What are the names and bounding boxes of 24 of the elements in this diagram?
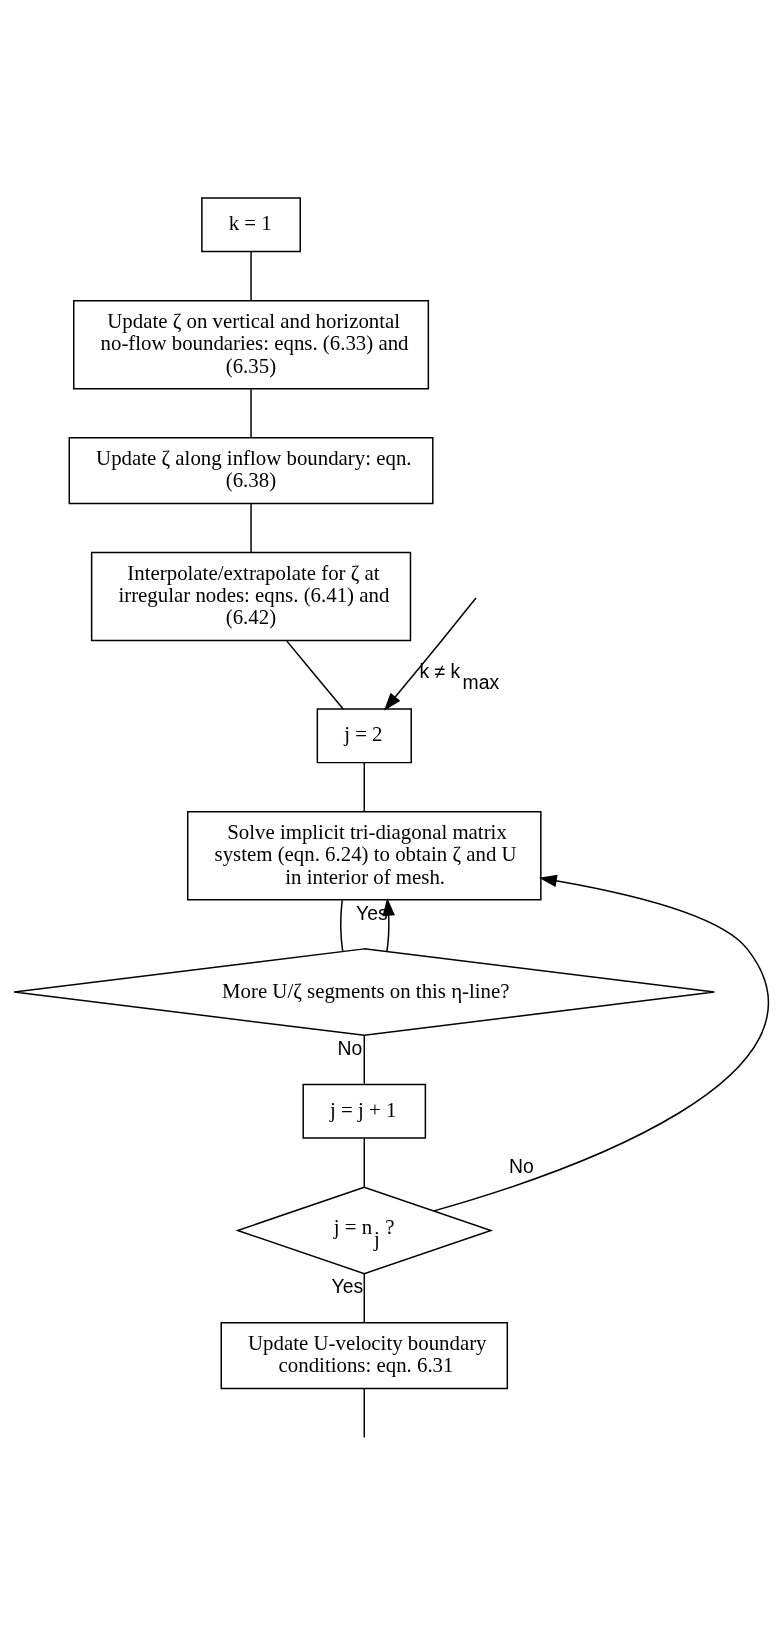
node-box: Update ζ along inflow boundary: eqn. (6.38): [68, 437, 434, 505]
connector: [363, 1137, 366, 1188]
connector: [340, 899, 344, 953]
node-box: k = 1: [201, 197, 301, 253]
edge-label: No: [509, 1154, 534, 1177]
node-diamond: More U/ζ segments on this η-line?: [13, 948, 716, 1037]
edge-label: Yes: [331, 1275, 364, 1298]
connector: [250, 388, 252, 439]
node-box: Solve implicit tri-diagonal matrix system (eqn. 6.24) to obtain ζ and U in interior of mesh.: [187, 811, 542, 901]
connector: [250, 250, 252, 302]
edge-label: No: [337, 1037, 363, 1060]
node-box: Update U-velocity boundary conditions: eqn. 6.31: [220, 1322, 509, 1390]
node-box: j = 2: [316, 708, 412, 764]
connector: [250, 503, 252, 554]
node-box: Interpolate/extrapolate for ζ at irregular nodes: eqns. (6.41) and (6.42): [90, 551, 412, 642]
node-box: Update ζ on vertical and horizontal no-flow boundaries: eqns. (6.33) and (6.35): [73, 300, 430, 390]
node-box: j = j + 1: [302, 1083, 427, 1139]
connector: [363, 1387, 366, 1439]
connector: [363, 761, 366, 813]
arrow: [433, 874, 769, 1212]
connector: [286, 640, 344, 710]
arrow: [383, 597, 477, 711]
connector: [363, 1273, 366, 1324]
connector: [363, 1034, 366, 1085]
